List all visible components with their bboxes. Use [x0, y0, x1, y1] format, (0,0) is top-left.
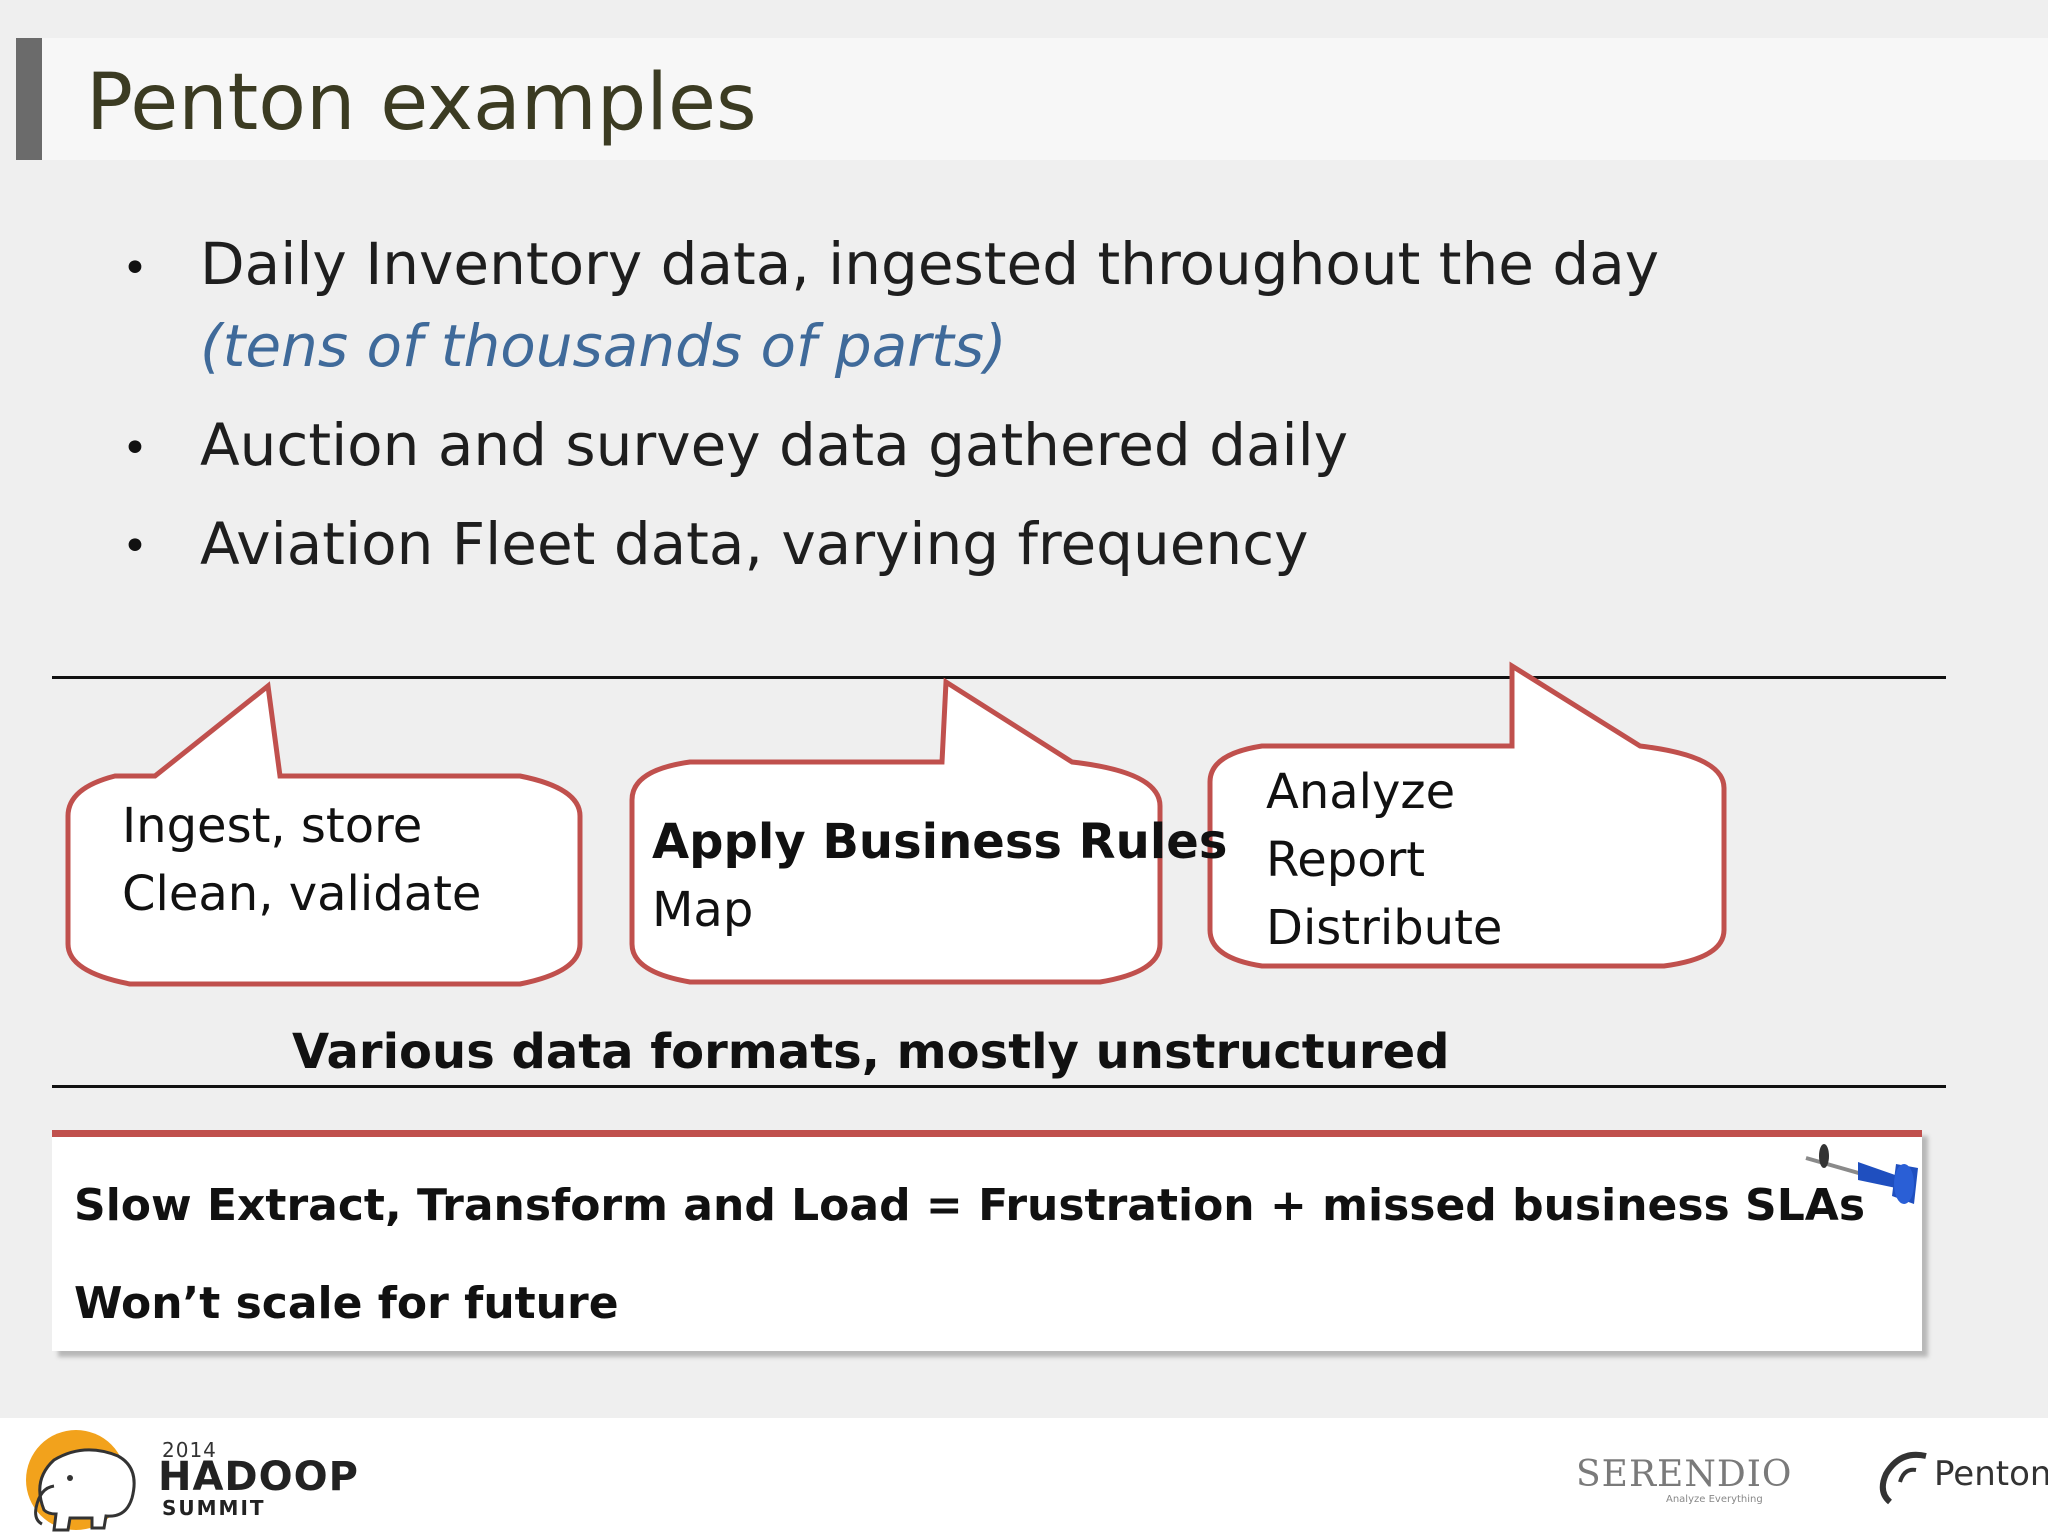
callout-1-line-1: Ingest, store	[122, 798, 423, 854]
callout-2-line-2: Map	[652, 882, 754, 938]
process-top-line	[52, 676, 1946, 679]
process-bottom-line	[52, 1085, 1946, 1088]
bullet-dot: •	[122, 243, 148, 294]
callout-3-line-2: Report	[1266, 832, 1426, 888]
callout-bubble-2	[629, 677, 1163, 985]
hadoop-summit: SUMMIT	[162, 1496, 266, 1520]
pushpin-icon	[1805, 1144, 1918, 1204]
title-accent-bar	[16, 38, 42, 160]
title-band	[16, 38, 2048, 160]
serendio-logo: SERENDIO	[1576, 1454, 1793, 1495]
penton-logo-text: Penton	[1934, 1454, 2048, 1494]
slide-title: Penton examples	[86, 58, 757, 148]
penton-logo-mark	[1879, 1451, 1927, 1505]
hadoop-elephant-logo	[26, 1430, 136, 1532]
hadoop-word: HADOOP	[158, 1454, 359, 1500]
bullet-1-text: Daily Inventory data, ingested throughou…	[200, 230, 1660, 298]
issue-line-2: Won’t scale for future	[74, 1278, 619, 1329]
callout-2-line-1: Apply Business Rules	[652, 814, 1228, 870]
bullet-3-text: Aviation Fleet data, varying frequency	[200, 510, 1309, 578]
footer-bar	[0, 1418, 2048, 1536]
issues-box	[52, 1130, 1922, 1351]
callout-1-line-2: Clean, validate	[122, 866, 482, 922]
hadoop-year: 2014	[162, 1438, 217, 1462]
callout-bubble-1	[65, 681, 583, 987]
bullet-dot: •	[122, 521, 148, 572]
issue-line-1: Slow Extract, Transform and Load = Frust…	[74, 1180, 1866, 1231]
callout-3-line-3: Distribute	[1266, 900, 1503, 956]
formats-caption: Various data formats, mostly unstructure…	[292, 1024, 1450, 1080]
callout-3-line-1: Analyze	[1266, 764, 1456, 820]
serendio-tagline: Analyze Everything	[1666, 1494, 1763, 1505]
bullet-2-text: Auction and survey data gathered daily	[200, 411, 1349, 479]
bullet-1-subtext: (tens of thousands of parts)	[200, 312, 1007, 380]
callout-bubble-3	[1207, 661, 1727, 969]
bullet-dot: •	[122, 423, 148, 474]
